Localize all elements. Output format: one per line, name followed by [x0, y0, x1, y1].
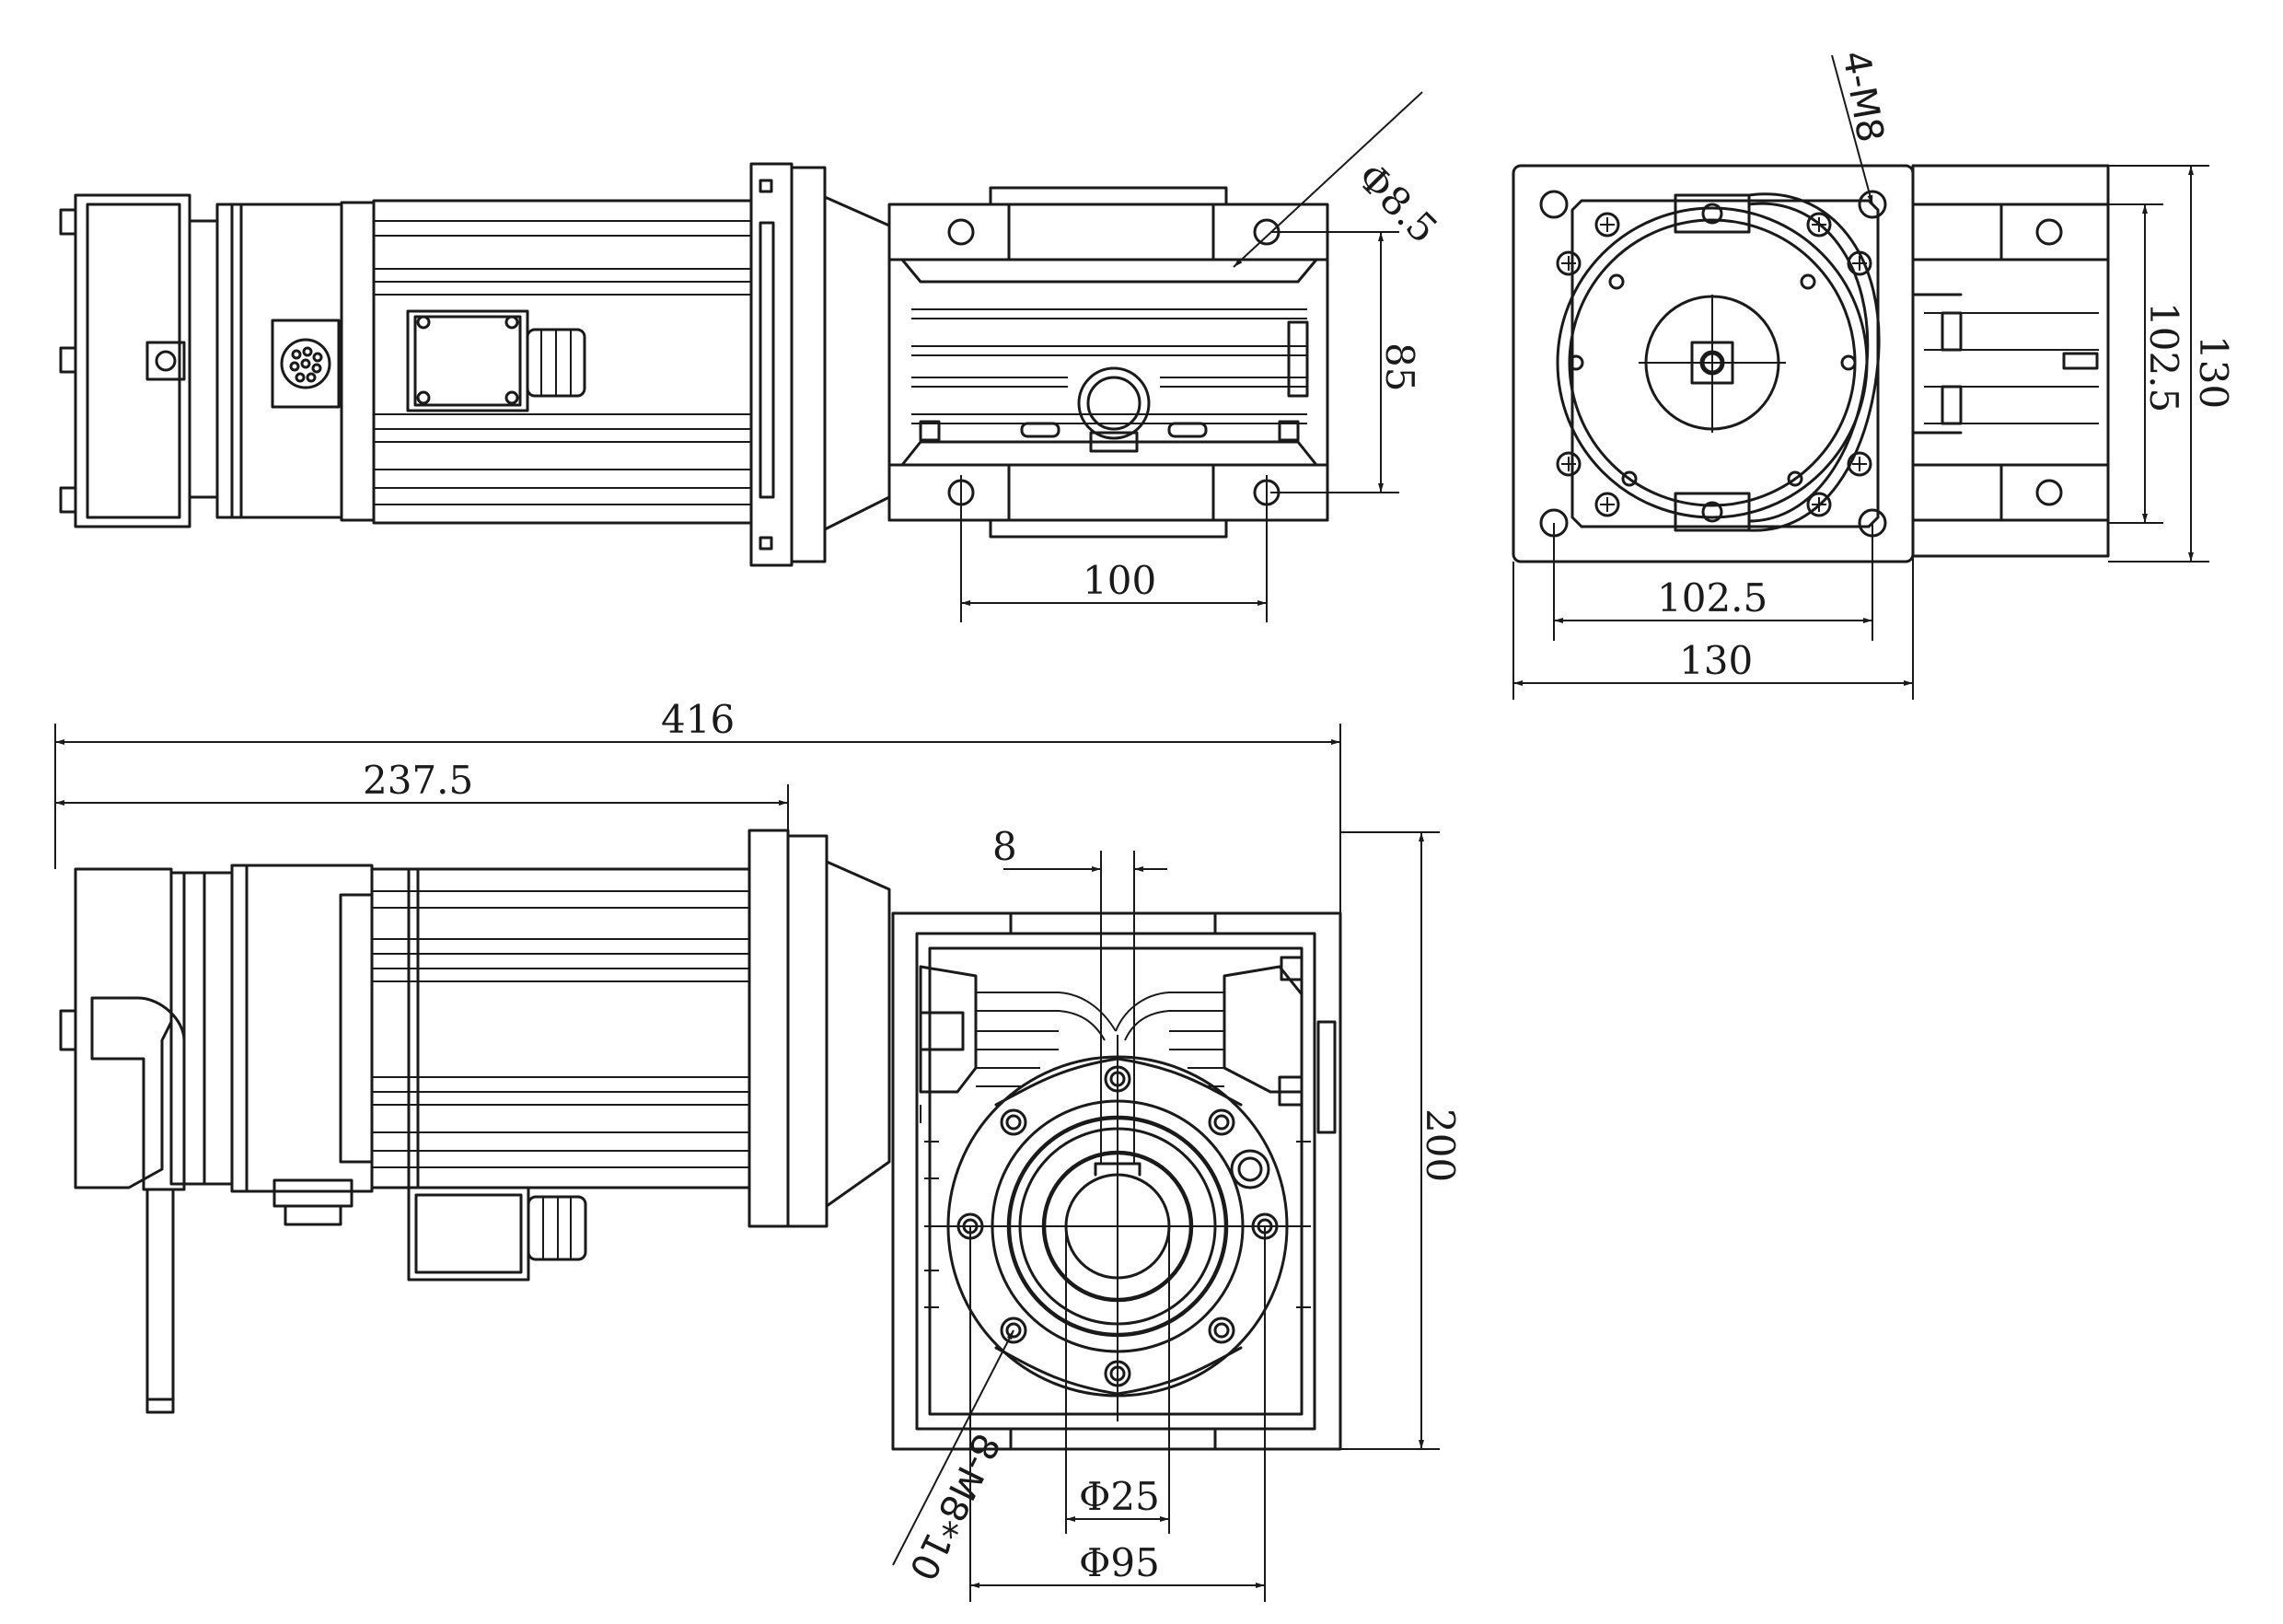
dim-outer-w: 130: [1679, 638, 1753, 683]
dim-key-width: 8: [992, 824, 1017, 869]
brake-housing: [215, 201, 376, 522]
dim-flange-holes: 8-M8*10: [900, 1427, 1007, 1587]
dim-thread: 4-M8: [1834, 48, 1892, 145]
motor-flange: [749, 162, 891, 567]
encoder-cap: [59, 193, 219, 528]
junction-box: [406, 309, 586, 412]
end-view-dims: 4-M8 130 102.5 102.5 130: [1512, 48, 2236, 700]
dim-inner-h: 102.5: [2141, 302, 2186, 412]
front-view-dims: 416 237.5 8 200 Φ25 Φ95 8-M8*10: [54, 697, 1463, 1602]
dim-overall-length: 416: [661, 697, 735, 742]
dim-motor-length: 237.5: [363, 758, 473, 803]
front-gearbox: [891, 911, 1342, 1451]
end-view: 4-M8 130 102.5 102.5 130: [1512, 48, 2236, 700]
dim-flange-dia: Φ95: [1079, 1540, 1160, 1585]
dim-hole-spacing-h: 100: [1083, 558, 1156, 603]
end-flange: [1512, 164, 1915, 563]
dim-height: 200: [1418, 1108, 1463, 1182]
front-view: 416 237.5 8 200 Φ25 Φ95 8-M8*10: [54, 697, 1463, 1602]
dim-hole-dia: Φ8.5: [1349, 154, 1446, 251]
end-gearbox: [1911, 164, 2110, 558]
front-encoder: [59, 864, 374, 1414]
top-view-dims: Φ8.5 85 100: [960, 91, 1446, 622]
dim-outer-h: 130: [2191, 335, 2236, 409]
dim-inner-w: 102.5: [1657, 575, 1767, 621]
dim-hole-spacing-v: 85: [1377, 342, 1422, 391]
front-flange: [747, 829, 891, 1228]
dim-shaft-dia: Φ25: [1079, 1474, 1160, 1519]
connector-socket: [271, 319, 341, 409]
motor-body: [372, 199, 753, 525]
top-view: Φ8.5 85 100: [59, 91, 1446, 622]
front-motor-body: [370, 867, 751, 1282]
